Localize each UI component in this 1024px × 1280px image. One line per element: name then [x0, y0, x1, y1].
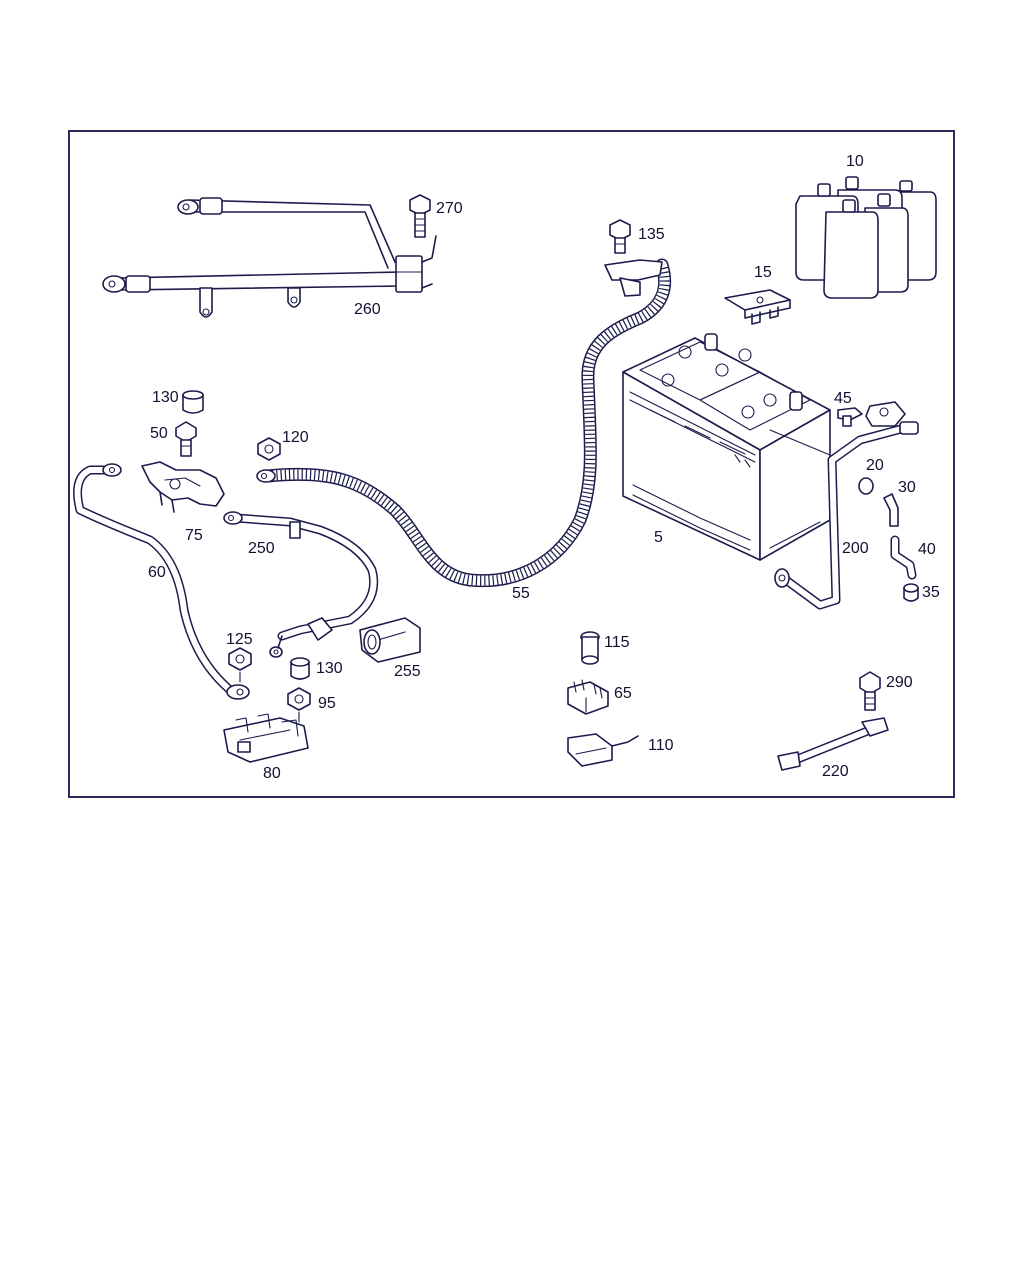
part-200-ground-cable	[774, 401, 919, 610]
label-35: 35	[922, 584, 940, 601]
part-60-cable	[73, 463, 250, 700]
label-95: 95	[318, 695, 336, 712]
part-75-battery-terminal	[141, 461, 225, 513]
label-45: 45	[834, 390, 852, 407]
part-55-main-cable	[256, 258, 672, 588]
part-115-fuse	[580, 631, 600, 665]
part-270-bolt	[409, 194, 431, 238]
diagram-frame	[68, 130, 955, 798]
label-5: 5	[654, 529, 663, 546]
label-130-top: 130	[152, 389, 179, 406]
label-65: 65	[614, 685, 632, 702]
label-120: 120	[282, 429, 309, 446]
part-125-nut	[228, 647, 252, 683]
label-10: 10	[846, 153, 864, 170]
part-220-ground-strap	[777, 717, 889, 771]
label-80: 80	[263, 765, 281, 782]
label-55: 55	[512, 585, 530, 602]
part-65-fuse-holder	[567, 679, 609, 715]
label-75: 75	[185, 527, 203, 544]
label-250: 250	[248, 540, 275, 557]
label-115: 115	[604, 634, 630, 651]
label-130-lower: 130	[316, 660, 343, 677]
label-260: 260	[354, 301, 381, 318]
part-130-cap-top	[182, 390, 204, 414]
label-60: 60	[148, 564, 166, 581]
part-10-electrolyte-bottles	[795, 176, 937, 299]
part-40-hose	[890, 535, 917, 580]
label-15: 15	[754, 264, 772, 281]
label-270: 270	[436, 200, 463, 217]
part-255-cable-holder	[359, 617, 421, 663]
label-40: 40	[918, 541, 936, 558]
label-290: 290	[886, 674, 913, 691]
callout-labels: 10 270 135 15 260 130 45 50 120 20 30 75…	[148, 153, 940, 782]
part-15-cover-plate	[724, 289, 791, 325]
label-50: 50	[150, 425, 168, 442]
part-80-bracket	[223, 713, 309, 763]
part-260-wiring-harness	[102, 197, 437, 318]
label-110: 110	[648, 737, 674, 754]
label-200: 200	[842, 540, 869, 557]
label-135: 135	[638, 226, 665, 243]
part-50-bolt	[175, 421, 197, 457]
part-120-nut	[257, 437, 281, 461]
label-220: 220	[822, 763, 849, 780]
part-250-cable	[223, 511, 379, 658]
part-20-plug	[858, 477, 874, 495]
part-95-nut	[287, 687, 311, 723]
part-30-elbow	[883, 493, 899, 527]
label-30: 30	[898, 479, 916, 496]
part-35-grommet	[903, 583, 919, 602]
part-110-cover	[567, 733, 639, 767]
part-130-cap-lower	[290, 657, 310, 680]
part-5-battery	[622, 333, 831, 561]
part-45-clip	[837, 407, 863, 427]
part-290-bolt	[859, 671, 881, 711]
label-125: 125	[226, 631, 253, 648]
part-135-bolt	[609, 219, 631, 254]
label-20: 20	[866, 457, 884, 474]
label-255: 255	[394, 663, 421, 680]
